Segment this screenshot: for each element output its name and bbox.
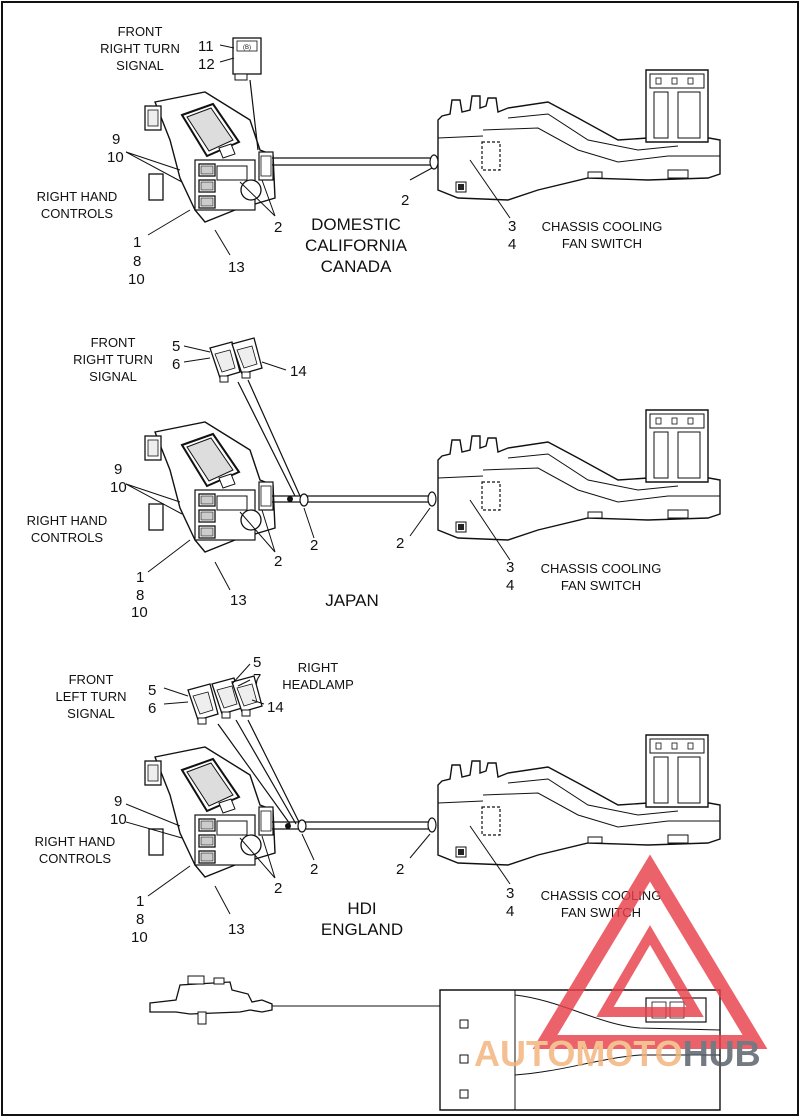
label-front-right-turn-signal-2: RIGHT TURN: [100, 41, 180, 56]
callout-2a: 2: [274, 553, 282, 570]
fan-switch-rail: [437, 69, 721, 201]
label-right-hand-controls-2: CONTROLS: [41, 206, 114, 221]
callout-6: 6: [148, 700, 156, 717]
label-front-right-turn-signal-3: SIGNAL: [89, 369, 137, 384]
label-front-left-turn-signal-2: LEFT TURN: [55, 689, 126, 704]
callout-4: 4: [506, 577, 514, 594]
diagram-domestic: (B) FRONT RIGHT TURN SIGNAL 11 12 9 10 R…: [37, 24, 721, 288]
watermark-triangle-icon: [532, 854, 768, 1049]
callout-8: 8: [133, 253, 141, 270]
watermark-text-moto: MOTO: [575, 1033, 682, 1074]
signal-wire: [249, 79, 259, 151]
label-right-headlamp-1: RIGHT: [298, 660, 339, 675]
label-right-headlamp-2: HEADLAMP: [282, 677, 354, 692]
callout-8: 8: [136, 911, 144, 928]
front-right-turn-signal-connector: (B): [232, 37, 262, 81]
callout-4: 4: [506, 903, 514, 920]
callout-14: 14: [267, 699, 284, 716]
right-hand-controls-housing: [144, 91, 276, 223]
callout-10: 10: [110, 479, 127, 496]
watermark-text-hub: HUB: [683, 1033, 761, 1074]
side-view-assembly: [149, 975, 721, 1111]
svg-text:AUTOMOTOHUB: AUTOMOTOHUB: [474, 1033, 761, 1074]
label-chassis-cooling-2: FAN SWITCH: [562, 236, 642, 251]
callout-2b: 2: [401, 192, 409, 209]
diagram-hdi-england: FRONT LEFT TURN SIGNAL 5 6 5 7 RIGHT HEA…: [35, 654, 721, 946]
fan-switch-rail: [437, 734, 721, 866]
right-hand-controls-housing: [144, 746, 276, 878]
callout-9: 9: [114, 793, 122, 810]
callout-3: 3: [506, 885, 514, 902]
callout-2c: 2: [396, 861, 404, 878]
label-chassis-cooling-2: FAN SWITCH: [561, 578, 641, 593]
region-line-2: ENGLAND: [321, 920, 403, 939]
callout-8: 8: [136, 587, 144, 604]
harness-wire: [272, 157, 432, 166]
callout-2a: 2: [274, 219, 282, 236]
callout-10b: 10: [128, 271, 145, 288]
callout-10: 10: [107, 149, 124, 166]
fan-switch-rail: [437, 409, 721, 541]
callout-6: 6: [172, 356, 180, 373]
label-front-left-turn-signal-3: SIGNAL: [67, 706, 115, 721]
callout-2b: 2: [310, 537, 318, 554]
callout-13: 13: [228, 259, 245, 276]
callout-12: 12: [198, 56, 215, 73]
callout-5: 5: [172, 338, 180, 355]
region-line-2: CALIFORNIA: [305, 236, 408, 255]
watermark-inner-triangle-icon: [596, 925, 704, 1017]
label-right-hand-controls-2: CONTROLS: [31, 530, 104, 545]
diagram-japan: FRONT RIGHT TURN SIGNAL 5 6 14 9 10 RIGH…: [27, 335, 721, 621]
callout-4: 4: [508, 236, 516, 253]
callout-3: 3: [508, 218, 516, 235]
callout-7: 7: [253, 671, 261, 688]
callout-9: 9: [114, 461, 122, 478]
label-front-right-turn-signal-1: FRONT: [118, 24, 163, 39]
label-right-hand-controls-1: RIGHT HAND: [37, 189, 118, 204]
callout-1: 1: [136, 893, 144, 910]
callout-10b: 10: [131, 929, 148, 946]
region-line-1: JAPAN: [325, 591, 379, 610]
callout-2a: 2: [274, 880, 282, 897]
callout-3: 3: [506, 559, 514, 576]
callout-9: 9: [112, 131, 120, 148]
callout-2b: 2: [310, 861, 318, 878]
callout-2c: 2: [396, 535, 404, 552]
label-front-right-turn-signal-2: RIGHT TURN: [73, 352, 153, 367]
callout-5b: 5: [253, 654, 261, 671]
callout-5: 5: [148, 682, 156, 699]
callout-11: 11: [198, 38, 214, 55]
automotohub-watermark: AUTOMOTOHUB: [474, 854, 768, 1074]
label-right-hand-controls-2: CONTROLS: [39, 851, 112, 866]
callout-1: 1: [136, 569, 144, 586]
callout-14: 14: [290, 363, 307, 380]
svg-text:(B): (B): [243, 45, 251, 51]
callout-1: 1: [133, 234, 141, 251]
callout-13: 13: [228, 921, 245, 938]
region-line-1: HDI: [347, 899, 376, 918]
label-chassis-cooling-1: CHASSIS COOLING: [542, 219, 663, 234]
watermark-text-auto: AUTO: [474, 1033, 575, 1074]
label-front-right-turn-signal-1: FRONT: [91, 335, 136, 350]
label-front-right-turn-signal-3: SIGNAL: [116, 58, 164, 73]
region-line-1: DOMESTIC: [311, 215, 401, 234]
label-chassis-cooling-1: CHASSIS COOLING: [541, 561, 662, 576]
right-hand-controls-housing: [144, 421, 276, 553]
label-front-left-turn-signal-1: FRONT: [69, 672, 114, 687]
label-right-hand-controls-1: RIGHT HAND: [35, 834, 116, 849]
callout-10: 10: [110, 811, 127, 828]
label-right-hand-controls-1: RIGHT HAND: [27, 513, 108, 528]
callout-10b: 10: [131, 604, 148, 621]
callout-13: 13: [230, 592, 247, 609]
region-line-3: CANADA: [321, 257, 393, 276]
